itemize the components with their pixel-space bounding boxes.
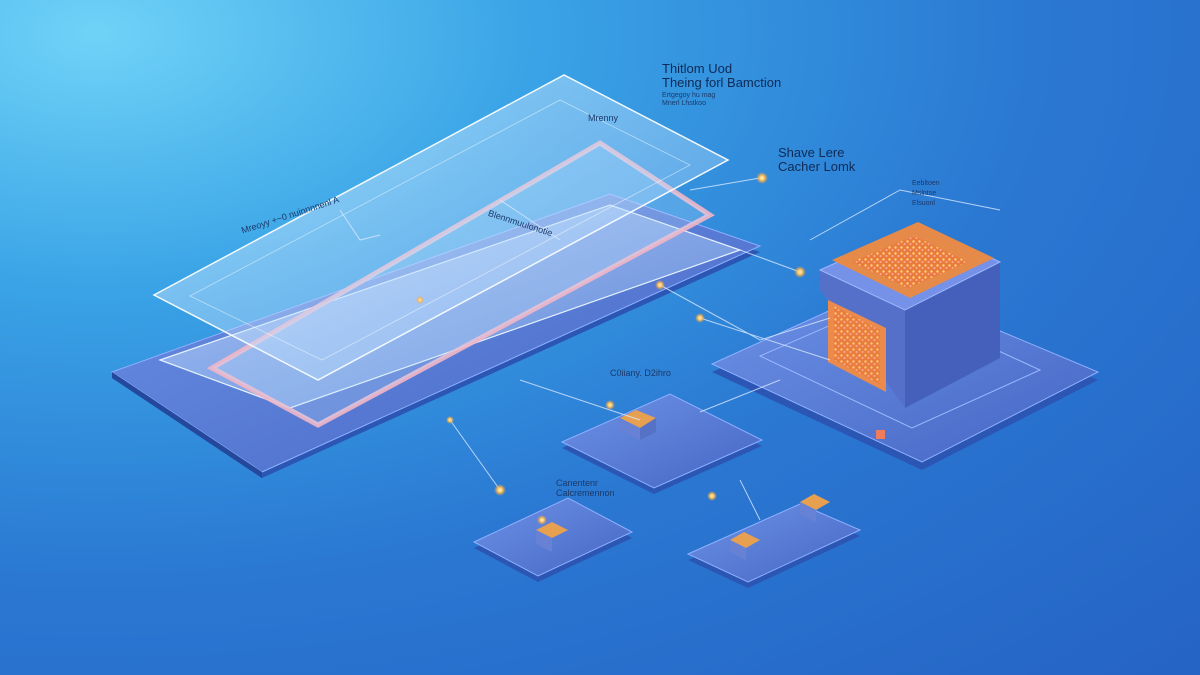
cube-tag2: Mslntse [912, 190, 937, 197]
right-line2: Cacher Lomk [778, 159, 856, 174]
connector-lines [339, 177, 1001, 521]
right-line1: Shave Lere [778, 145, 845, 160]
header-sub2: Mnerl Lhstkoo [662, 100, 706, 107]
header-line2: Theing forl Bamction [662, 75, 782, 90]
cube-tag1: Eebltoen [912, 180, 940, 187]
center-low2-label: Calcremennon [556, 488, 615, 498]
small-block [876, 430, 885, 439]
center-module [560, 393, 764, 494]
glow-dots [416, 172, 806, 525]
bottom-left-module [472, 497, 634, 582]
center-mid-label: C0iiany. D2ihro [610, 368, 671, 378]
header-sub1: Ertgegoy hu mag [662, 92, 716, 99]
center-low-label: Canentenr [556, 478, 599, 488]
processor-cube [818, 222, 1002, 439]
glass-layer-upper [152, 74, 730, 381]
header-line1: Thitlom Uod [662, 61, 733, 76]
cube-tag3: Elsuonl [912, 200, 935, 207]
top-plate-label: Mrenny [588, 113, 619, 123]
bottom-right-module [686, 494, 862, 588]
